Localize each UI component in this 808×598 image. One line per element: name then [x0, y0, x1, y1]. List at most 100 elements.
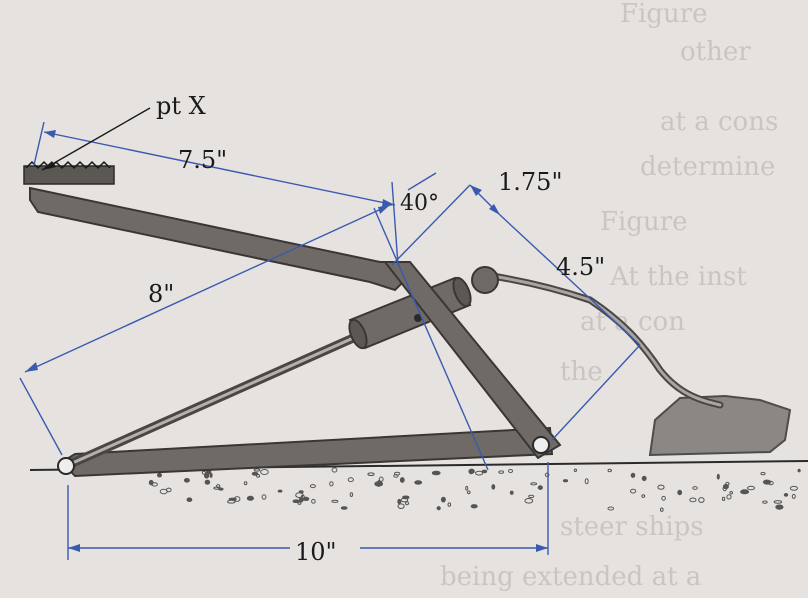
gravel-dot: [378, 476, 384, 482]
gravel-dot: [302, 496, 310, 501]
gravel-dot: [216, 484, 221, 489]
gravel-dot: [508, 469, 513, 473]
gravel-dot: [227, 499, 236, 504]
gravel-dot: [397, 498, 402, 505]
arrow: [378, 205, 390, 214]
handle-arm: [29, 186, 412, 292]
jaw-block: [23, 165, 115, 185]
gravel-dot: [470, 504, 478, 509]
gravel-dot: [399, 477, 405, 483]
hydraulic-hose-highlight: [490, 274, 722, 407]
ext-line-ptx: [33, 121, 45, 166]
jaw-serration: [25, 160, 111, 170]
gravel-dot: [393, 474, 399, 478]
gravel-dot: [260, 469, 269, 475]
arrow: [536, 544, 548, 552]
gravel-dot: [204, 472, 210, 479]
gravel-dot: [573, 468, 578, 473]
arrow: [25, 362, 38, 372]
hydraulic-hose: [488, 272, 724, 409]
dim-line-7p5: [43, 131, 396, 206]
gravel-dot: [233, 496, 241, 502]
gravel-dot: [331, 499, 339, 503]
gravel-dot: [677, 489, 683, 496]
ext-line-4p5: [551, 344, 641, 441]
gravel-dot: [367, 472, 375, 477]
gravel-dot: [253, 468, 261, 472]
gravel-dot: [791, 493, 796, 499]
gravel-dot: [630, 472, 636, 478]
gravel-dot: [657, 484, 665, 490]
gravel-dot: [431, 470, 441, 476]
dim-label-8: 8": [148, 280, 174, 308]
gravel-dot: [166, 487, 172, 493]
dim-label-7p5: 7.5": [178, 146, 227, 174]
gravel-dot: [509, 490, 514, 495]
gravel-dot: [349, 492, 354, 498]
gravel-dot: [775, 504, 784, 510]
bg-text-line: Figure: [600, 207, 688, 237]
gravel-dot: [186, 497, 193, 503]
gravel-dot: [309, 484, 316, 489]
gravel-dot: [762, 500, 768, 504]
gravel-dot: [721, 496, 726, 501]
gravel-dot: [340, 506, 348, 510]
gravel-dot: [692, 486, 698, 490]
right-pivot-pin: [532, 436, 550, 454]
dim-line-8: [24, 204, 391, 373]
jaw-teeth: [23, 160, 115, 185]
gravel-dot: [689, 497, 697, 503]
arrow: [44, 130, 56, 138]
gravel-dot: [246, 495, 254, 501]
gravel-dot: [228, 497, 237, 501]
gravel-dot: [729, 491, 734, 495]
gravel-dot: [716, 473, 720, 480]
gravel-dot: [607, 506, 615, 511]
gravel-dot: [641, 475, 647, 481]
dim-label-4p5: 4.5": [556, 253, 605, 281]
gravel-dot: [726, 494, 732, 500]
gravel-dot: [468, 468, 475, 474]
gravel-dot: [528, 494, 535, 498]
gravel-dot: [661, 495, 666, 501]
bg-text-line: the: [560, 357, 603, 387]
gravel-dot: [475, 470, 484, 476]
gravel-dot: [660, 507, 664, 512]
ptx-leader: [41, 107, 151, 171]
gravel-dot: [530, 482, 538, 486]
cylinder-rod-highlight: [67, 333, 361, 467]
ext-line-left-pin: [19, 377, 63, 456]
gravel-dot: [537, 485, 543, 490]
dimension-arrows: [25, 130, 548, 552]
gravel-dot: [261, 494, 267, 500]
dim-label-10: 10": [295, 538, 337, 566]
arrow: [470, 185, 482, 196]
gravel-dot: [773, 500, 783, 504]
arrow: [42, 161, 56, 170]
dim-line-4p5: [499, 214, 641, 346]
gravel-dot: [311, 498, 316, 504]
gravel-dot: [414, 480, 423, 485]
gravel-dot: [762, 479, 772, 485]
dim-label-1p75: 1.75": [498, 168, 562, 196]
gravel-dot: [251, 471, 259, 476]
gravel-dot: [467, 490, 471, 495]
gravel-dot: [243, 481, 248, 486]
right-link: [382, 261, 562, 460]
gravel-dot: [740, 489, 750, 495]
bg-text-line: Figure: [620, 0, 708, 29]
arrow: [382, 199, 395, 207]
gravel-dot: [201, 470, 206, 475]
cylinder-knob: [471, 266, 499, 294]
gravel-dot: [789, 485, 799, 491]
gravel-dot: [630, 488, 637, 494]
bg-text-line: being extended at a: [440, 562, 701, 592]
bg-text-line: determine: [640, 152, 775, 182]
gravel-dot: [746, 485, 756, 491]
gravel-dot: [725, 481, 730, 486]
gravel-dot: [277, 489, 283, 493]
gravel-dot: [760, 472, 766, 476]
gravel-dot: [797, 468, 801, 473]
gravel-dot: [397, 503, 405, 510]
